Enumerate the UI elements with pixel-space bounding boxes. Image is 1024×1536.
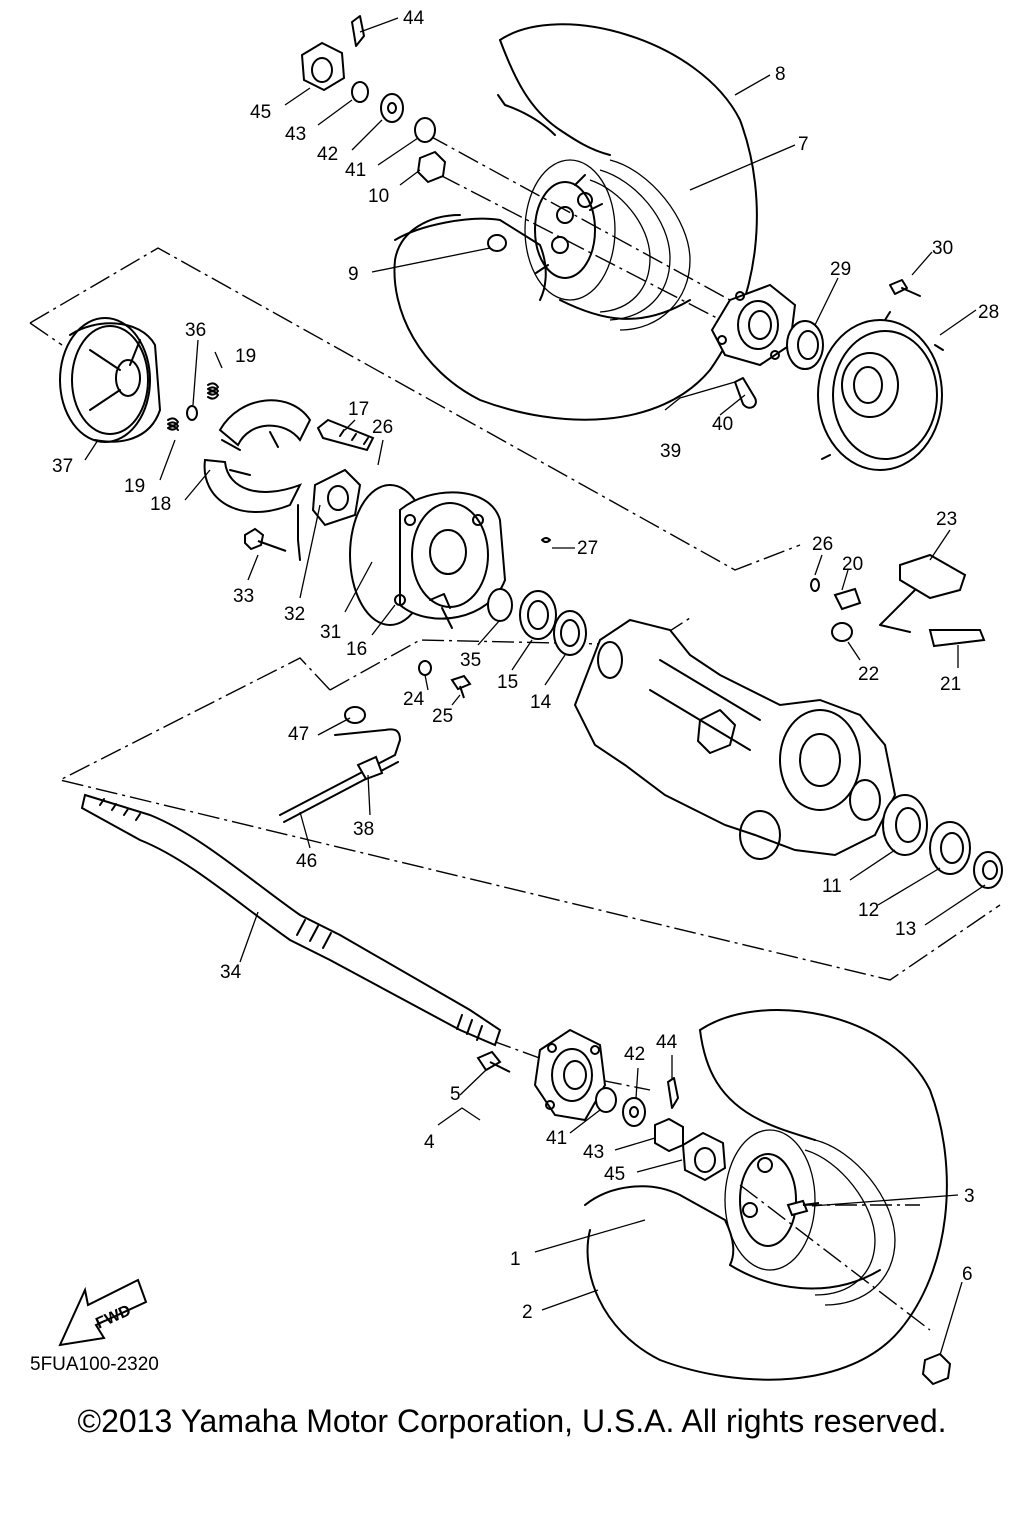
brake-panel — [349, 484, 507, 629]
callout-10: 10 — [368, 186, 389, 207]
lower-hardware — [595, 1077, 727, 1182]
callout-1: 1 — [510, 1249, 521, 1270]
right-bearings — [882, 794, 1003, 889]
callout-numbers: 44 45 43 42 41 10 9 8 7 30 29 28 40 39 3… — [52, 8, 999, 1323]
callout-26-a: 26 — [372, 417, 393, 438]
callout-47: 47 — [288, 724, 309, 745]
callout-37: 37 — [52, 456, 73, 477]
callout-8: 8 — [775, 64, 786, 85]
callout-34: 34 — [220, 962, 242, 983]
callout-19-a: 19 — [235, 346, 256, 367]
callout-33: 33 — [233, 586, 254, 607]
upper-hardware — [300, 15, 447, 184]
callout-15: 15 — [497, 672, 518, 693]
callout-39: 39 — [660, 441, 681, 462]
brake-rod — [279, 706, 401, 823]
callout-20: 20 — [842, 554, 863, 575]
brake-cam — [244, 418, 375, 561]
callout-43-bottom: 43 — [583, 1142, 604, 1163]
callout-28: 28 — [978, 302, 999, 323]
callout-18: 18 — [150, 494, 171, 515]
callout-44-top: 44 — [403, 8, 425, 29]
callout-38: 38 — [353, 819, 374, 840]
fwd-arrow-icon: FWD — [58, 1278, 148, 1347]
callout-13: 13 — [895, 919, 916, 940]
callout-42-top: 42 — [317, 144, 338, 165]
callout-41-bottom: 41 — [546, 1128, 567, 1149]
callout-21: 21 — [940, 674, 961, 695]
callout-31: 31 — [320, 622, 341, 643]
upper-wheel — [393, 23, 758, 421]
callout-3: 3 — [964, 1186, 975, 1207]
callout-23: 23 — [936, 509, 957, 530]
callout-46: 46 — [296, 851, 317, 872]
callout-17: 17 — [348, 399, 369, 420]
lower-wheel — [584, 1009, 952, 1386]
lower-hub — [476, 1028, 607, 1122]
callout-9: 9 — [348, 264, 359, 285]
callout-45-bottom: 45 — [604, 1164, 625, 1185]
callout-41-top: 41 — [345, 160, 366, 181]
callout-14: 14 — [530, 692, 552, 713]
callout-44-bottom: 44 — [656, 1032, 678, 1053]
callout-25: 25 — [432, 706, 453, 727]
callout-19-b: 19 — [124, 476, 145, 497]
seals-bearings — [418, 537, 587, 699]
callout-40: 40 — [712, 414, 733, 435]
callout-5: 5 — [450, 1084, 461, 1105]
sensor-bracket — [810, 553, 986, 648]
callout-26-b: 26 — [812, 534, 833, 555]
brake-shoes — [167, 382, 312, 514]
callout-45-top: 45 — [250, 102, 271, 123]
rear-axle — [80, 793, 502, 1047]
diagram-code: 5FUA100-2320 — [30, 1354, 159, 1375]
axle-housing — [573, 618, 897, 860]
callout-35: 35 — [460, 650, 481, 671]
upper-hub — [710, 283, 824, 409]
callout-27: 27 — [577, 538, 598, 559]
callout-4: 4 — [424, 1132, 435, 1153]
callout-11: 11 — [822, 876, 842, 897]
brake-drum-cover — [817, 279, 944, 471]
callout-7: 7 — [798, 134, 809, 155]
brake-drum — [59, 317, 161, 443]
callout-42-bottom: 42 — [624, 1044, 645, 1065]
leader-lines — [84, 17, 986, 1356]
callout-22: 22 — [858, 664, 879, 685]
callout-43-top: 43 — [285, 124, 306, 145]
callout-24: 24 — [403, 689, 425, 710]
callout-12: 12 — [858, 900, 879, 921]
callout-16: 16 — [346, 639, 367, 660]
callout-2: 2 — [522, 1302, 533, 1323]
copyright-notice: ©2013 Yamaha Motor Corporation, U.S.A. A… — [77, 1403, 947, 1439]
callout-30: 30 — [932, 238, 953, 259]
callout-6: 6 — [962, 1264, 973, 1285]
callout-32: 32 — [284, 604, 305, 625]
callout-29: 29 — [830, 259, 851, 280]
assembly-lines — [29, 134, 1001, 1331]
callout-36: 36 — [185, 320, 206, 341]
